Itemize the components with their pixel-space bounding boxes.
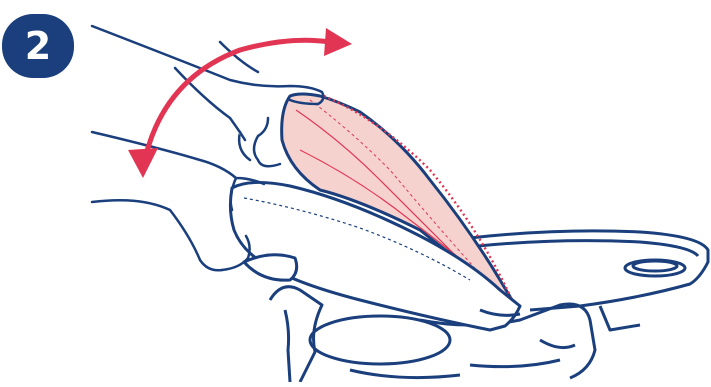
step-number: 2	[25, 27, 51, 65]
step-badge: 2	[2, 14, 74, 78]
